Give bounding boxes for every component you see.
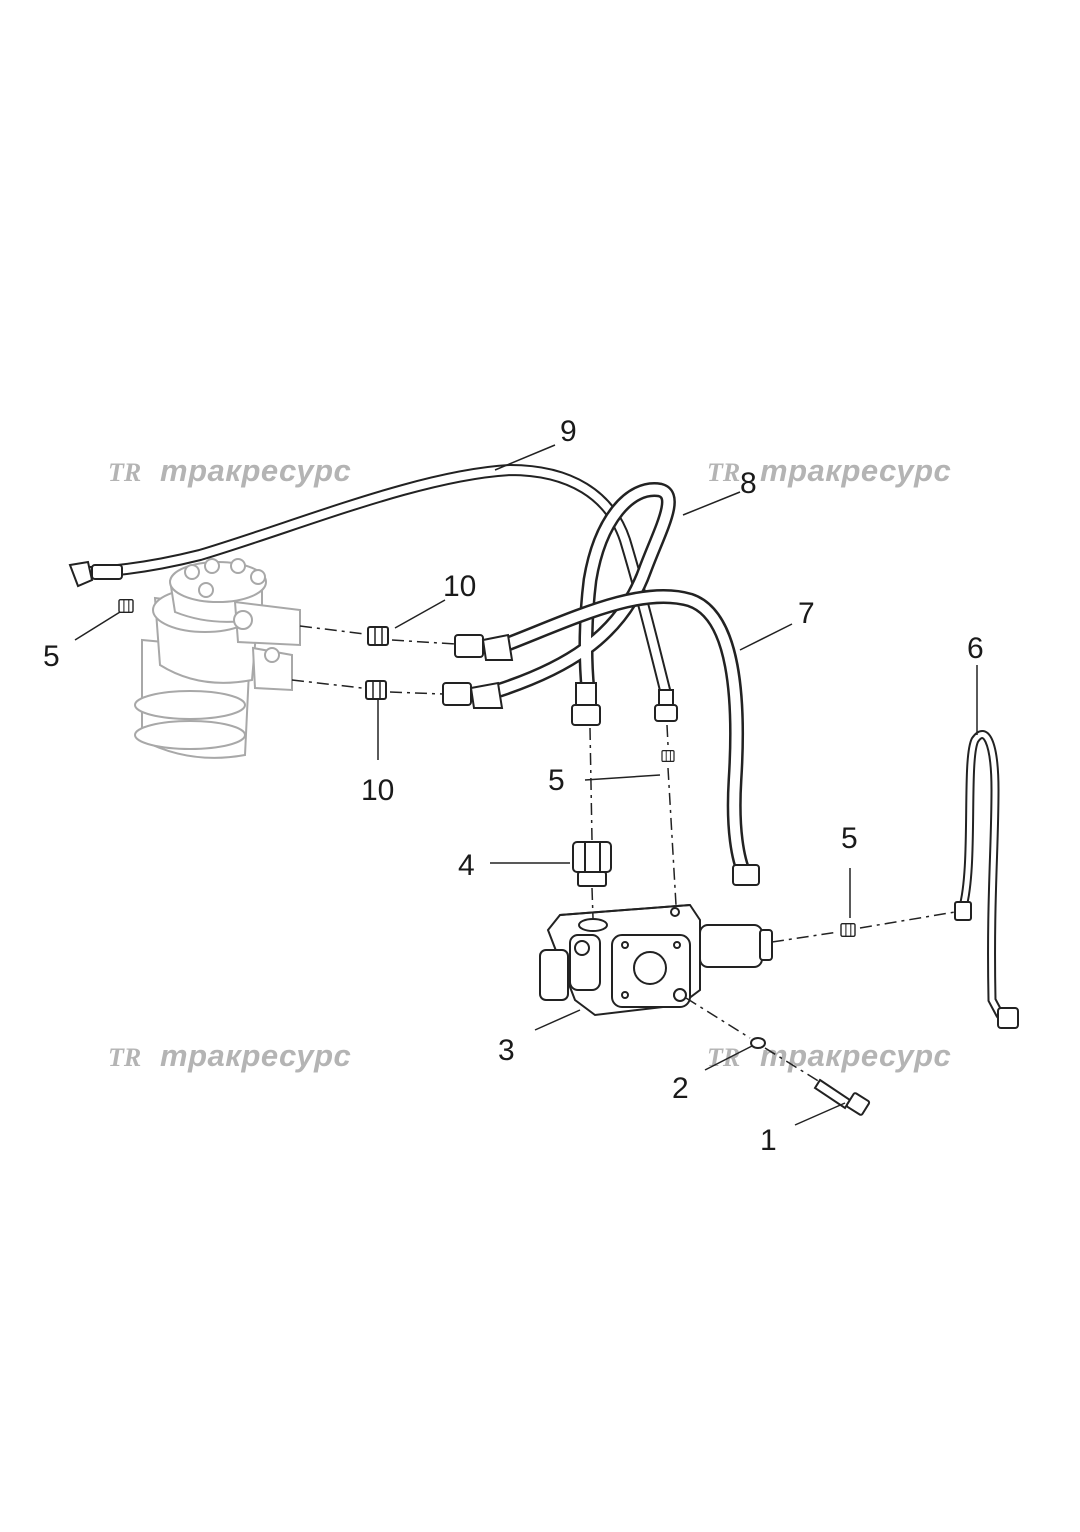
fitting-5-middle <box>661 749 675 763</box>
callout-3: 3 <box>498 1034 515 1067</box>
callout-8: 8 <box>740 467 757 500</box>
callout-6: 6 <box>967 632 984 665</box>
hose-end-fittings <box>442 633 678 726</box>
valve-block-3 <box>539 903 773 1017</box>
watermark-logo: TR <box>707 1043 740 1072</box>
callout-5-left: 5 <box>43 640 60 673</box>
callout-5-right: 5 <box>841 822 858 855</box>
steering-unit <box>134 558 301 759</box>
watermark-logo: TR <box>108 458 141 487</box>
part-4-fitting <box>572 841 612 887</box>
watermark-bottom-right: TR тракресурс <box>707 1038 951 1073</box>
watermark-text: тракресурс <box>760 1038 951 1073</box>
hose-6 <box>954 730 1019 1029</box>
watermark-logo: TR <box>707 458 740 487</box>
bolt-1 <box>813 1078 871 1116</box>
callout-9: 9 <box>560 415 577 448</box>
watermark-text: тракресурс <box>160 453 351 488</box>
callout-7: 7 <box>798 597 815 630</box>
watermark-top-left: TR тракресурс <box>108 453 351 488</box>
callout-10-lower: 10 <box>361 774 394 807</box>
washer-2 <box>750 1037 766 1049</box>
watermark-bottom-left: TR тракресурс <box>108 1038 351 1073</box>
hose-7 <box>497 589 760 886</box>
fitting-5-right <box>840 923 856 937</box>
fitting-5-left <box>118 599 134 613</box>
callout-numbers: 9 8 7 6 5 5 5 10 10 4 3 2 1 <box>43 415 984 1157</box>
watermark-top-right: TR тракресурс <box>707 453 951 488</box>
callout-10-upper: 10 <box>443 570 476 603</box>
callout-4: 4 <box>458 849 475 882</box>
callout-1: 1 <box>760 1124 777 1157</box>
adapter-10-upper <box>367 626 389 646</box>
adapter-10-lower <box>365 680 387 700</box>
callout-2: 2 <box>672 1072 689 1105</box>
leader-lines <box>74 444 978 1126</box>
watermark-text: тракресурс <box>160 1038 351 1073</box>
hose-8 <box>492 482 676 698</box>
assembly-centre-lines <box>291 625 956 1083</box>
watermark-logo: TR <box>108 1043 141 1072</box>
watermark-text: тракресурс <box>760 453 951 488</box>
callout-5-middle: 5 <box>548 764 565 797</box>
